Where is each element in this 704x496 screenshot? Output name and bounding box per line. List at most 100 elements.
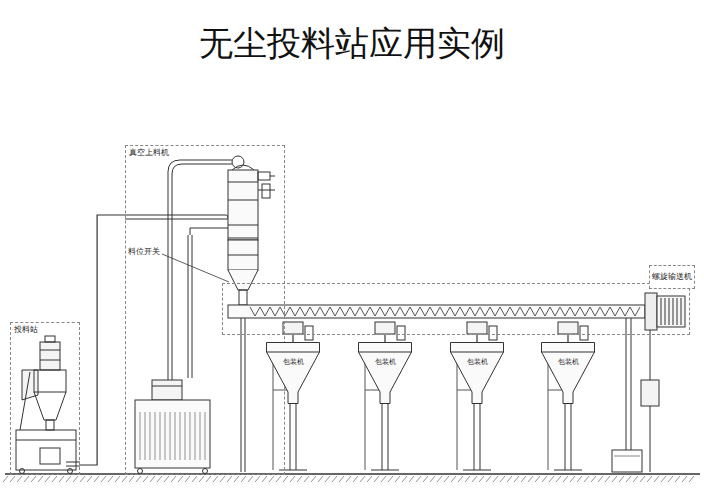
vacuum-loader xyxy=(228,255,258,256)
packer-stand xyxy=(371,404,399,470)
vacuum-loader xyxy=(258,172,270,180)
screw-conveyor-region: 螺旋输送机 xyxy=(222,283,690,335)
vacuum-loader xyxy=(138,469,143,474)
hopper-label: 包装机 xyxy=(358,357,412,367)
hopper-rim xyxy=(451,352,504,353)
vacuum-loader xyxy=(152,386,182,387)
pipe-connector xyxy=(80,215,125,465)
dosing-station xyxy=(20,469,25,474)
screw-conveyor xyxy=(661,298,681,325)
vacuum-loader xyxy=(192,235,193,378)
vacuum-loader xyxy=(162,254,229,282)
hopper-label: 包装机 xyxy=(266,357,320,367)
hopper-rim xyxy=(359,352,412,353)
dosing-station xyxy=(20,372,30,430)
feeder-motor xyxy=(375,322,395,334)
dosing-station xyxy=(40,350,60,351)
part-label: 料位开关 xyxy=(128,247,160,257)
screw-conveyor xyxy=(228,293,685,472)
hopper-outline xyxy=(358,342,412,404)
packer-stand xyxy=(554,404,582,470)
screw-conveyor xyxy=(631,318,632,450)
vacuum-loader xyxy=(228,240,258,270)
dosing-station xyxy=(46,420,54,430)
feeder-gearbox xyxy=(397,326,405,340)
vacuum-loader xyxy=(228,225,258,226)
hopper-shape xyxy=(451,343,504,404)
vacuum-loader xyxy=(228,270,258,290)
dosing-station xyxy=(34,370,66,392)
region-heading: 螺旋输送机 xyxy=(649,265,695,289)
vacuum-loader xyxy=(172,164,232,380)
hopper-outline xyxy=(266,342,320,404)
vacuum-loader xyxy=(241,318,242,472)
vacuum-loader xyxy=(228,238,258,239)
packing-machine-hopper: 包装机 xyxy=(541,342,595,404)
feeder-gearbox xyxy=(489,326,497,340)
pipe-connector xyxy=(476,335,477,342)
dosing-station xyxy=(34,392,66,420)
vacuum-loader xyxy=(190,228,228,235)
region-heading: 真空上料机 xyxy=(128,148,170,158)
feeder-gearbox xyxy=(580,326,588,340)
hopper-outline xyxy=(450,342,504,404)
dosing-station xyxy=(40,360,60,361)
screw-conveyor xyxy=(614,456,640,457)
dosing-station xyxy=(16,430,76,470)
vacuum-loader xyxy=(228,200,258,201)
dosing-station xyxy=(66,462,80,466)
hopper-shape xyxy=(542,343,595,404)
packer-stand xyxy=(279,404,307,470)
screw-conveyor xyxy=(612,450,642,472)
vacuum-loader xyxy=(125,219,228,220)
feeder-motor xyxy=(467,322,487,334)
region-heading: 投料站 xyxy=(13,325,39,335)
vacuum-loader xyxy=(203,469,208,474)
vacuum-loader xyxy=(245,318,246,472)
dosing-station-region: 投料站 xyxy=(10,322,80,475)
hopper-shape xyxy=(359,343,412,404)
vacuum-loader xyxy=(152,380,182,400)
feeder-motor xyxy=(558,322,578,334)
hopper-label: 包装机 xyxy=(541,357,595,367)
vacuum-loader xyxy=(262,184,270,198)
feeder-motor xyxy=(283,322,303,334)
hopper-outline xyxy=(541,342,595,404)
dosing-station xyxy=(68,469,73,474)
dosing-station xyxy=(45,336,55,342)
diagram-title: 无尘投料站应用实例 xyxy=(0,22,704,64)
screw-conveyor xyxy=(228,305,645,318)
vacuum-loader xyxy=(135,400,210,468)
packing-machine-hopper: 包装机 xyxy=(450,342,504,404)
dosing-station xyxy=(16,336,80,474)
hopper-shape xyxy=(267,343,320,404)
hopper-rim xyxy=(267,352,320,353)
screw-conveyor xyxy=(250,307,640,316)
packing-machine-hopper: 包装机 xyxy=(266,342,320,404)
ground-line xyxy=(3,474,700,482)
vacuum-loader xyxy=(228,170,258,240)
pipe-connector xyxy=(384,335,385,342)
pipe-connector xyxy=(567,335,568,342)
vacuum-loader xyxy=(239,290,247,305)
ground-line xyxy=(5,473,700,475)
screw-conveyor xyxy=(645,293,657,330)
vacuum-loader xyxy=(232,165,254,170)
screw-conveyor xyxy=(657,296,685,327)
vacuum-loader xyxy=(140,412,205,460)
packer-stand xyxy=(463,404,491,470)
dosing-station xyxy=(40,342,60,370)
vacuum-loader-region: 真空上料机 xyxy=(125,145,285,475)
dosing-station xyxy=(40,448,60,464)
vacuum-loader xyxy=(188,235,189,378)
packer-stands xyxy=(273,322,588,470)
feeder-gearbox xyxy=(305,326,313,340)
vacuum-loader xyxy=(228,182,258,183)
pipe-connector xyxy=(292,335,293,342)
dosing-station xyxy=(16,440,76,441)
ground-line xyxy=(3,476,694,482)
hopper-label: 包装机 xyxy=(450,357,504,367)
